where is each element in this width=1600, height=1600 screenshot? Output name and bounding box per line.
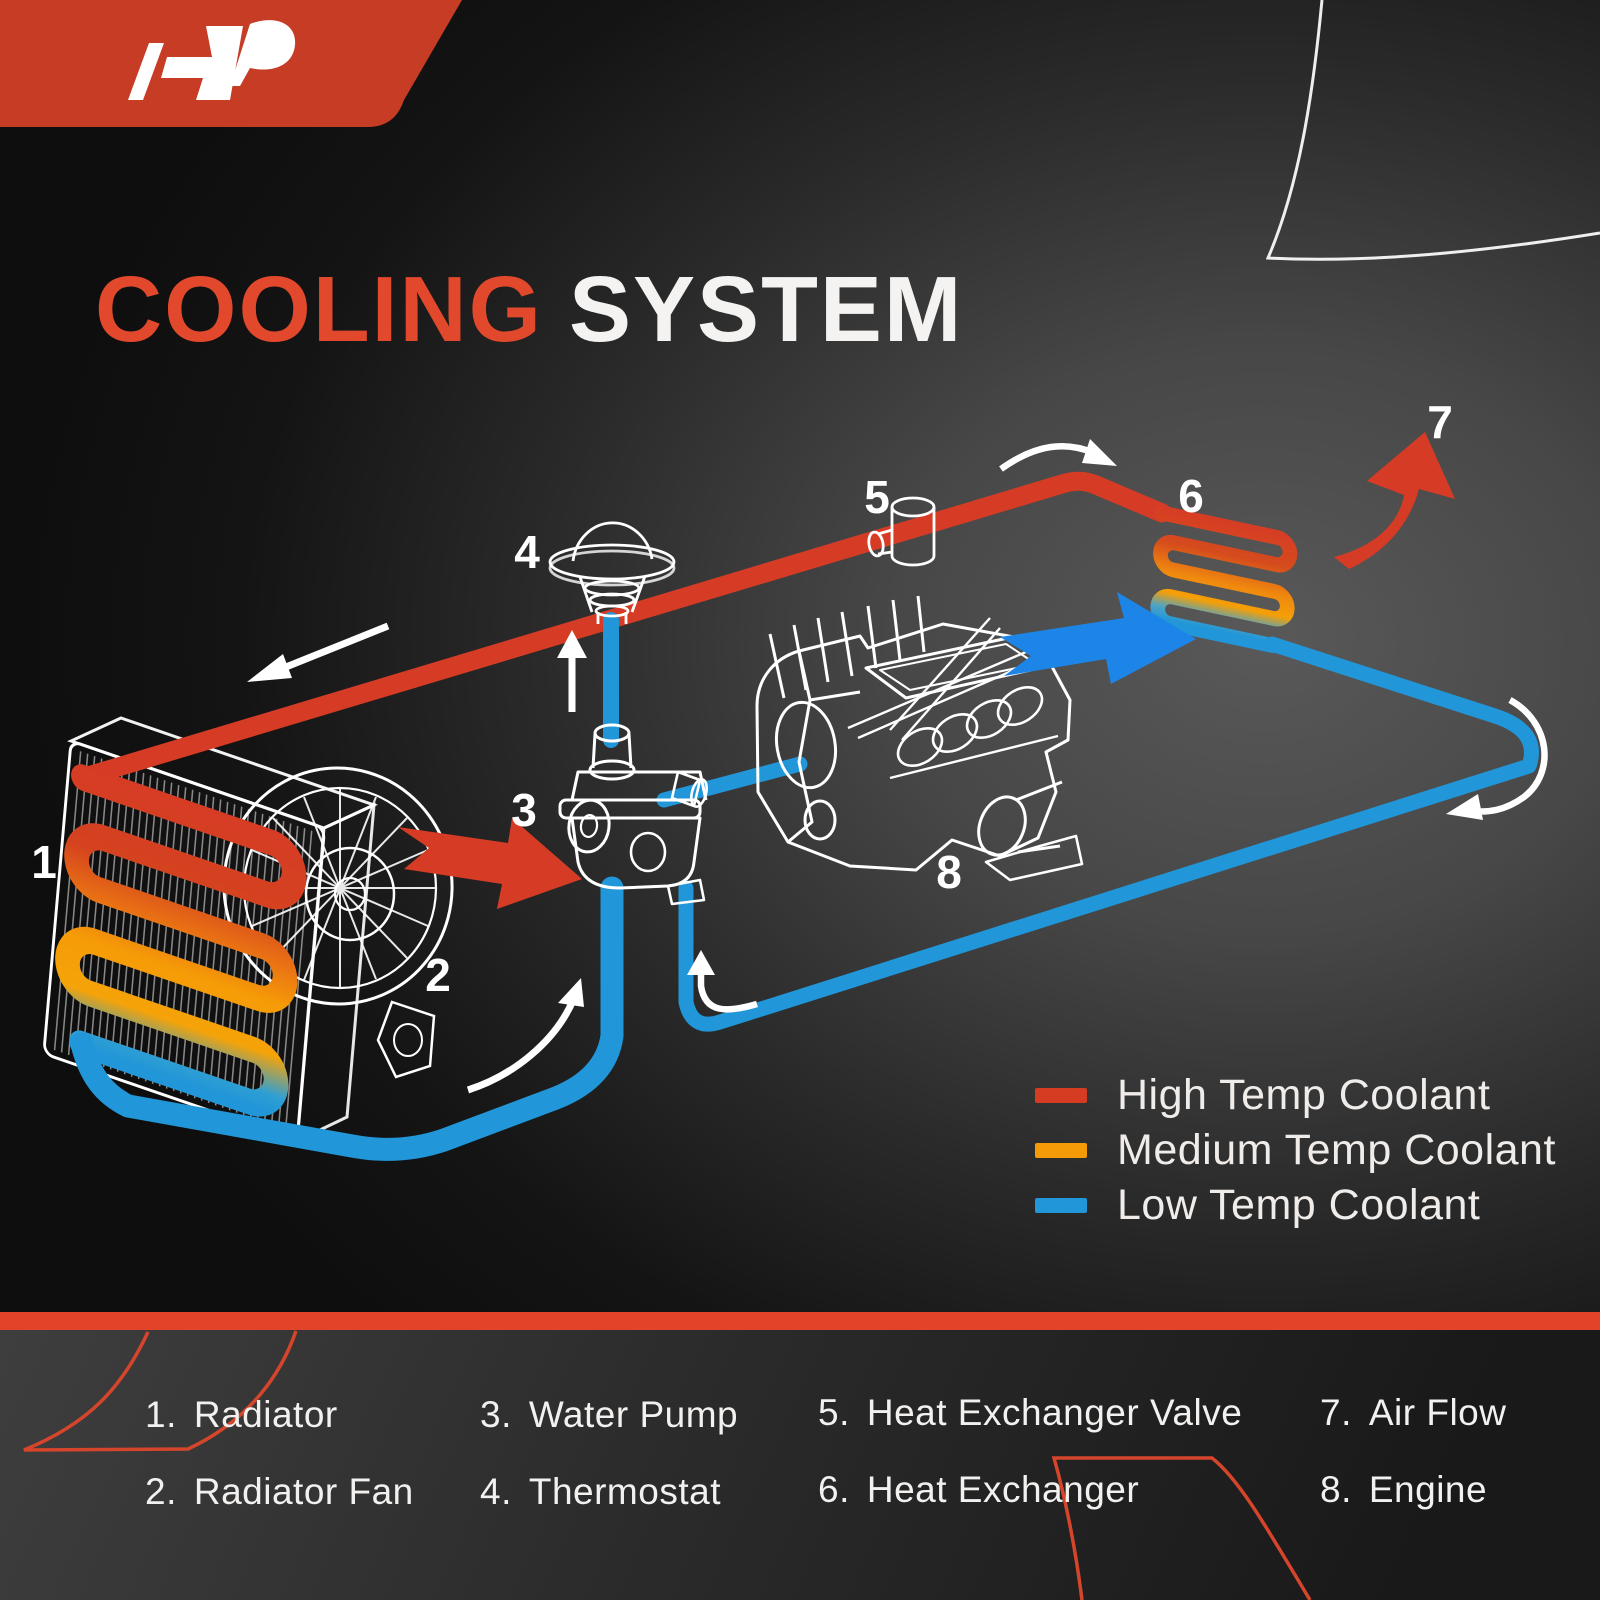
radiator-fins (53, 751, 315, 1131)
part-label: Radiator Fan (193, 1471, 414, 1512)
arrow-up-left-pipe-icon (466, 978, 584, 1094)
low-temp-swatch (1035, 1198, 1087, 1213)
part-label: Air Flow (1368, 1392, 1507, 1433)
high-temp-swatch (1035, 1088, 1087, 1103)
parts-list-item-water-pump: 3. Water Pump (480, 1394, 738, 1436)
fan-motor (376, 1000, 436, 1079)
part-index: 7. (1320, 1392, 1352, 1433)
part-markers: 1 2 3 4 5 6 7 8 (31, 396, 1453, 1001)
legend-row-medium-temp: Medium Temp Coolant (1035, 1123, 1556, 1178)
radiator-side-face (295, 802, 376, 1144)
part-label: Radiator (193, 1394, 338, 1435)
marker-radiator-fan: 2 (425, 949, 451, 1001)
title-rest: SYSTEM (569, 257, 964, 361)
part-index: 6. (818, 1469, 850, 1510)
arrow-up-right-pipe-icon (687, 950, 758, 1013)
banner-shape (0, 0, 462, 127)
arrow-toward-radiator-icon (247, 622, 390, 682)
marker-heat-exchanger-valve: 5 (864, 471, 890, 523)
flow-arrows (247, 432, 1548, 1094)
arrow-over-valve-icon (999, 439, 1117, 472)
marker-radiator: 1 (31, 836, 57, 888)
heat-exchanger-valve (867, 496, 936, 567)
heat-exchanger-coil (1150, 505, 1298, 654)
part-index: 3. (480, 1394, 512, 1435)
footer-accent-band (0, 1312, 1600, 1330)
engine-block (755, 595, 1084, 882)
medium-temp-label: Medium Temp Coolant (1117, 1126, 1556, 1174)
air-flow-out-arrow-icon (1334, 432, 1455, 569)
high-temp-pipe (78, 471, 1172, 786)
temp-legend: High Temp Coolant Medium Temp Coolant Lo… (1035, 1068, 1556, 1233)
arrow-hairpin-return-icon (1446, 697, 1548, 820)
thermostat (548, 521, 676, 624)
parts-list-item-thermostat: 4. Thermostat (480, 1471, 721, 1513)
title-highlight: COOLING (95, 257, 543, 361)
valley-rods (847, 617, 1047, 741)
part-label: Engine (1368, 1469, 1488, 1510)
part-index: 2. (145, 1471, 177, 1512)
radiator-coil (55, 764, 307, 1117)
cylinder-bores (896, 685, 1044, 768)
cold-air-arrow-icon (1000, 592, 1196, 684)
fan-spokes (245, 789, 435, 987)
hot-air-arrow-fan-icon (398, 818, 582, 909)
low-temp-pipe-return (678, 636, 1539, 1032)
part-label: Water Pump (528, 1394, 739, 1435)
low-temp-pipe-radiator-to-pump (70, 876, 624, 1161)
footer-panel (0, 1330, 1600, 1600)
parts-list-item-air-flow: 7. Air Flow (1320, 1392, 1506, 1434)
low-temp-label: Low Temp Coolant (1117, 1181, 1481, 1229)
radiator-body (43, 716, 379, 1144)
brand-banner (0, 0, 462, 127)
legend-row-low-temp: Low Temp Coolant (1035, 1178, 1556, 1233)
marker-engine: 8 (936, 846, 962, 898)
medium-temp-swatch (1035, 1143, 1087, 1158)
parts-list-item-radiator: 1. Radiator (145, 1394, 338, 1436)
radiator-top-face (66, 716, 379, 830)
parts-list-item-radiator-fan: 2. Radiator Fan (145, 1471, 414, 1513)
fan-hub (304, 846, 396, 942)
radiator-front-face (43, 742, 326, 1140)
marker-heat-exchanger: 6 (1178, 470, 1204, 522)
ap-logo-icon (128, 20, 296, 100)
corner-swoosh-line (1265, 0, 1600, 261)
marker-thermostat: 4 (514, 526, 540, 578)
pump-to-engine-pipe (656, 756, 808, 808)
arrow-up-thermostat-icon (557, 630, 587, 712)
part-index: 8. (1320, 1469, 1352, 1510)
parts-list-item-engine: 8. Engine (1320, 1469, 1487, 1511)
water-pump (558, 723, 708, 906)
part-label: Heat Exchanger Valve (866, 1392, 1243, 1433)
legend-row-high-temp: High Temp Coolant (1035, 1068, 1556, 1123)
radiator-fan (222, 766, 454, 1079)
pushrods (768, 595, 926, 699)
parts-list-item-heat-exchanger: 6. Heat Exchanger (818, 1469, 1139, 1511)
high-temp-label: High Temp Coolant (1117, 1071, 1491, 1119)
part-index: 5. (818, 1392, 850, 1433)
marker-water-pump: 3 (511, 784, 537, 836)
parts-list-item-heat-exchanger-valve: 5. Heat Exchanger Valve (818, 1392, 1242, 1434)
part-index: 4. (480, 1471, 512, 1512)
part-label: Thermostat (528, 1471, 721, 1512)
part-label: Heat Exchanger (866, 1469, 1140, 1510)
marker-air-flow: 7 (1427, 396, 1453, 448)
part-index: 1. (145, 1394, 177, 1435)
